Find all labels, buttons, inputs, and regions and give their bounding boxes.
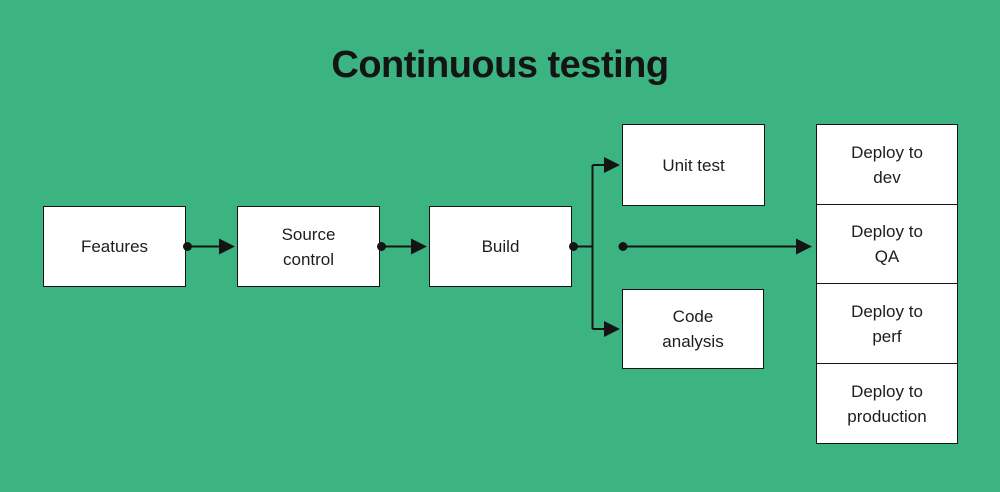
node-deploy-qa: Deploy to QA [816, 203, 958, 285]
node-build-label: Build [481, 237, 520, 256]
node-unit-test: Unit test [622, 124, 765, 206]
node-features: Features [43, 206, 186, 287]
node-build: Build [429, 206, 572, 287]
deploy-column: Deploy to dev Deploy to QA Deploy to per… [816, 124, 958, 445]
node-deploy-perf: Deploy to perf [816, 283, 958, 365]
node-source-control: Source control [237, 206, 380, 287]
node-deploy-production: Deploy to production [816, 363, 958, 445]
node-code-analysis-label: Code analysis [662, 307, 724, 351]
node-code-analysis: Code analysis [622, 289, 764, 369]
node-source-control-label: Source control [281, 224, 336, 269]
node-deploy-dev: Deploy to dev [816, 124, 958, 205]
node-unit-test-label: Unit test [662, 155, 725, 175]
connector-source-control-to-build [377, 238, 427, 255]
connector-build-branch [569, 157, 620, 337]
connector-to-deploy-qa [618, 238, 812, 255]
node-deploy-production-label: Deploy to production [847, 381, 927, 426]
connector-features-to-source-control [183, 238, 235, 255]
node-features-label: Features [80, 237, 149, 256]
diagram-title: Continuous testing [331, 44, 669, 86]
connector-start-dot [618, 242, 628, 251]
node-deploy-dev-label: Deploy to dev [851, 142, 923, 187]
node-deploy-perf-label: Deploy to perf [851, 301, 923, 346]
node-deploy-qa-label: Deploy to QA [851, 222, 923, 267]
